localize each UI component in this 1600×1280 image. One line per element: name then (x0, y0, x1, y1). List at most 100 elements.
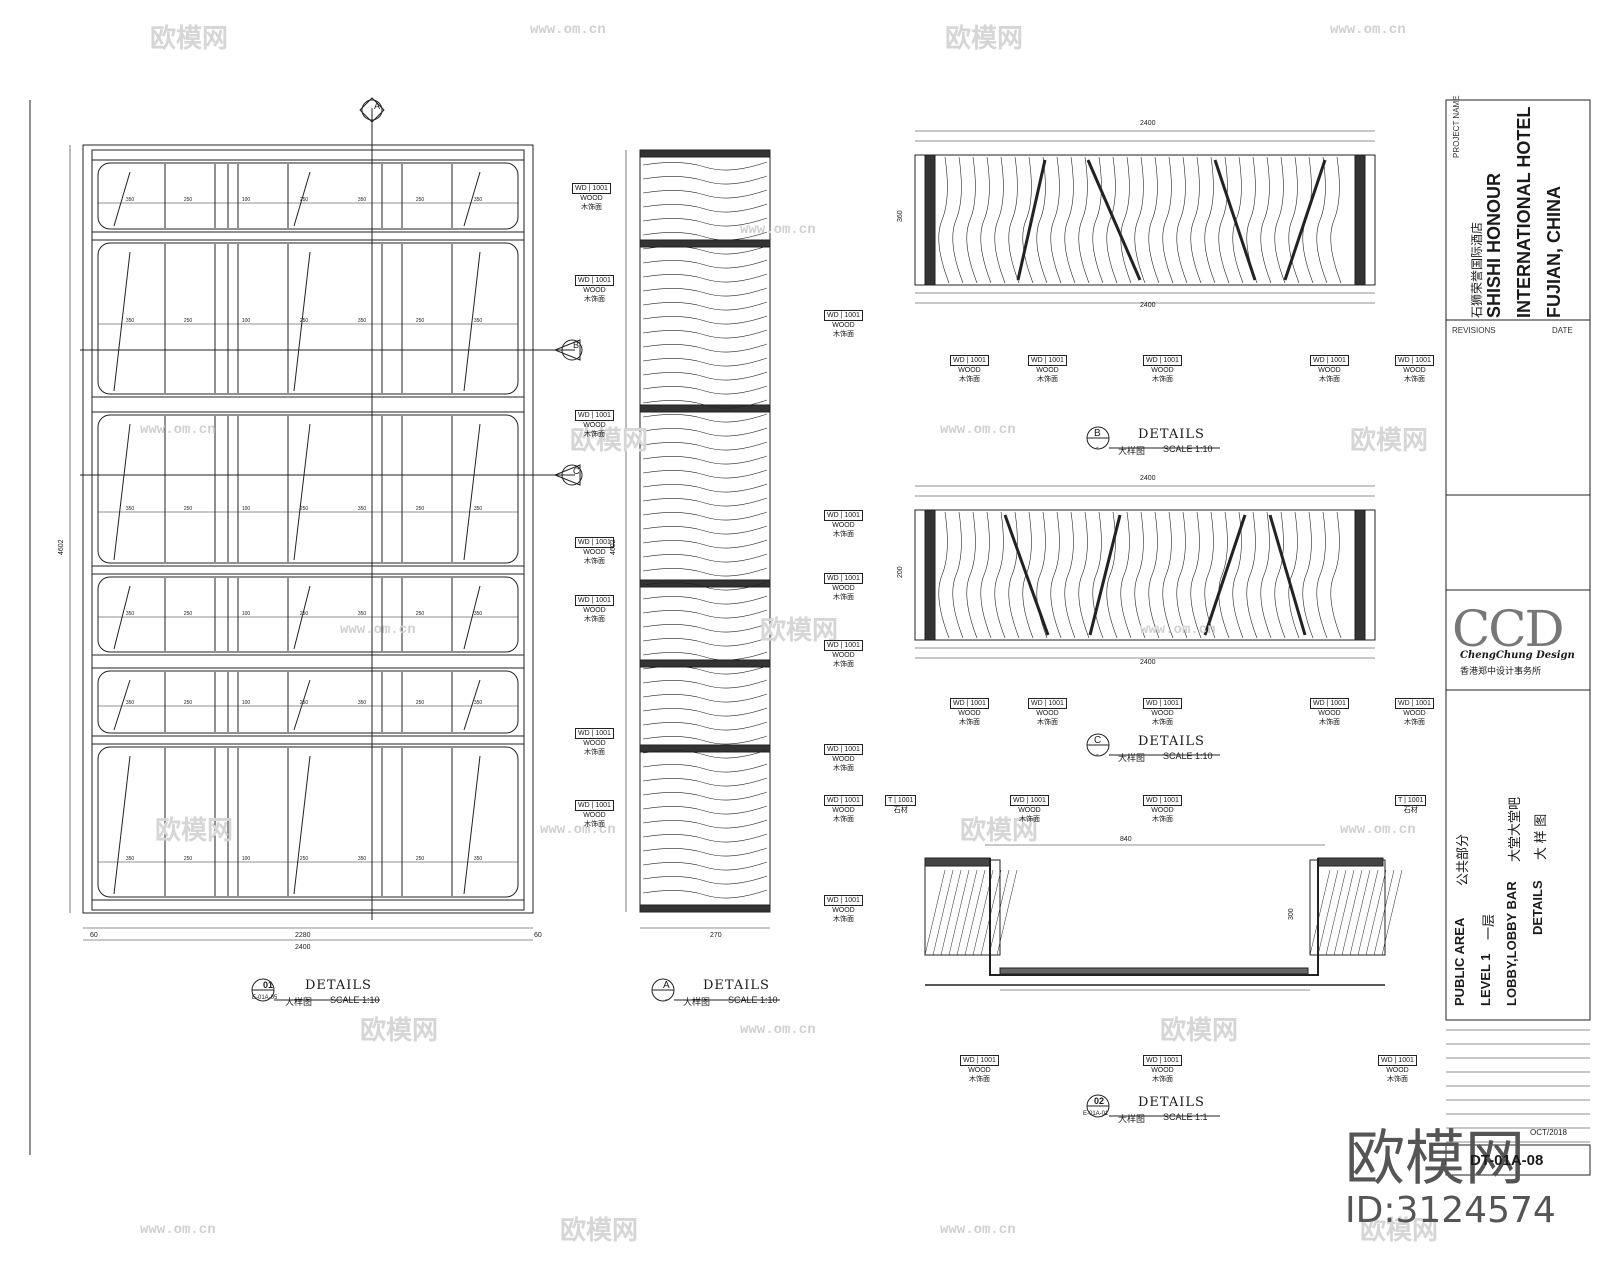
drawing-number: DT-01A-08 (1470, 1152, 1544, 1169)
wood-grain-line (642, 231, 768, 241)
side-section-band (639, 904, 771, 913)
material-name: WOOD (1386, 1067, 1409, 1074)
issue-date: OCT/2018 (1530, 1128, 1567, 1137)
material-name-cn: 木饰面 (1151, 719, 1173, 726)
project-name-en-3: FUJIAN, CHINA (1544, 185, 1564, 318)
material-name-cn: 木饰面 (1318, 719, 1340, 726)
wood-grain-line (642, 427, 768, 437)
watermark-url: www.om.cn (1140, 622, 1216, 638)
material-name: WOOD (583, 740, 606, 747)
watermark-url: www.om.cn (140, 422, 216, 438)
detail-02-scale: SCALE 1:1 (1163, 1112, 1208, 1122)
wood-grain-line (642, 581, 768, 591)
wood-grain-line (1330, 511, 1342, 639)
detail-a-sub: 大样图 (683, 997, 711, 1007)
level-en: LEVEL 1 (1478, 953, 1493, 1006)
wood-grain-line (642, 413, 768, 423)
material-name: WOOD (832, 756, 855, 763)
section-tray-base (999, 967, 1309, 975)
material-name-cn: 木饰面 (580, 204, 602, 211)
glass-slant (463, 251, 481, 392)
glass-slant (293, 251, 311, 392)
shelf-panel (97, 746, 519, 898)
wood-grain-line (1190, 511, 1202, 639)
material-name: WOOD (583, 812, 606, 819)
watermark-url: www.om.cn (940, 422, 1016, 438)
material-name-cn: 木饰面 (1318, 376, 1340, 383)
side-section-band (639, 239, 771, 248)
detail-b-scale: SCALE 1:10 (1163, 444, 1213, 454)
row-dim-text: 100 (242, 506, 251, 512)
glass-slant (463, 755, 481, 895)
detail-01-scale: SCALE 1:10 (330, 995, 380, 1005)
stone-hatch (1309, 869, 1331, 956)
stone-hatch (988, 869, 1010, 956)
stone-hatch (1373, 869, 1395, 956)
elevation-outer-frame (82, 144, 534, 914)
material-name-cn: 木饰面 (1403, 719, 1425, 726)
wood-grain-line (642, 623, 768, 633)
material-name-cn: 木饰面 (583, 558, 605, 565)
row-dim-text: 250 (184, 856, 193, 862)
wood-grain-line (1260, 511, 1272, 639)
detail-c-letter: C (1094, 735, 1102, 746)
wood-grain-line (642, 749, 768, 759)
material-name-cn: 木饰面 (1151, 1076, 1173, 1083)
row-dim-text: 350 (126, 611, 135, 617)
glass-fin (1016, 159, 1047, 281)
material-name: WOOD (1403, 710, 1426, 717)
wood-grain-line (642, 301, 768, 311)
material-name-cn: 木饰面 (832, 331, 854, 338)
material-name-cn: 木饰面 (1036, 719, 1058, 726)
wood-grain-line (642, 665, 768, 675)
wood-grain-line (1134, 156, 1146, 284)
glass-fin (1088, 514, 1122, 636)
material-code: WD | 1001 (824, 510, 863, 521)
section-marker-c: C (573, 466, 580, 476)
dim-side-right: 60 (534, 932, 542, 939)
section-marker-a: A (374, 101, 381, 111)
material-code: T | 1001 (885, 795, 917, 806)
wood-grain-line (642, 651, 768, 661)
glass-fin (1213, 159, 1257, 281)
side-section-band (639, 149, 771, 158)
project-name-label: PROJECT NAME (1452, 95, 1461, 158)
level-cn: 一层 (1481, 913, 1496, 940)
section-marker-c-shape (553, 464, 581, 486)
stone-hatch (956, 869, 978, 956)
dim-inner-width: 2280 (295, 932, 311, 939)
wood-grain-line (1120, 511, 1132, 639)
glass-slant (293, 585, 311, 650)
row-dim-text: 250 (416, 700, 425, 706)
drawing-name-en: DETAILS (1530, 880, 1545, 935)
wood-grain-line (1008, 156, 1020, 284)
material-code: WD | 1001 (1395, 355, 1434, 366)
glass-fin (1268, 514, 1307, 636)
wood-grain-line (642, 777, 768, 787)
stone-hatch (1381, 869, 1403, 956)
material-name-cn: 木饰面 (832, 594, 854, 601)
wood-grain-line (642, 259, 768, 269)
row-dim-text: 250 (300, 197, 309, 203)
detail-01-number: 01 (263, 980, 274, 990)
detail-02-ref: E-01A-01 (1083, 1111, 1109, 1117)
drawing-name-cn: 大 样 图 (1533, 813, 1548, 860)
glass-slant (463, 679, 481, 731)
stone-hatch (1325, 869, 1347, 956)
material-code: WD | 1001 (824, 640, 863, 651)
section-tray-outline (989, 858, 1319, 976)
row-dim-text: 100 (242, 318, 251, 324)
project-name-en-2: INTERNATIONAL HOTEL (1514, 106, 1534, 318)
material-code: WD | 1001 (824, 310, 863, 321)
wood-grain-line (1204, 156, 1216, 284)
shelf-panel (97, 670, 519, 734)
material-code: WD | 1001 (575, 410, 614, 421)
row-dim-text: 350 (358, 700, 367, 706)
